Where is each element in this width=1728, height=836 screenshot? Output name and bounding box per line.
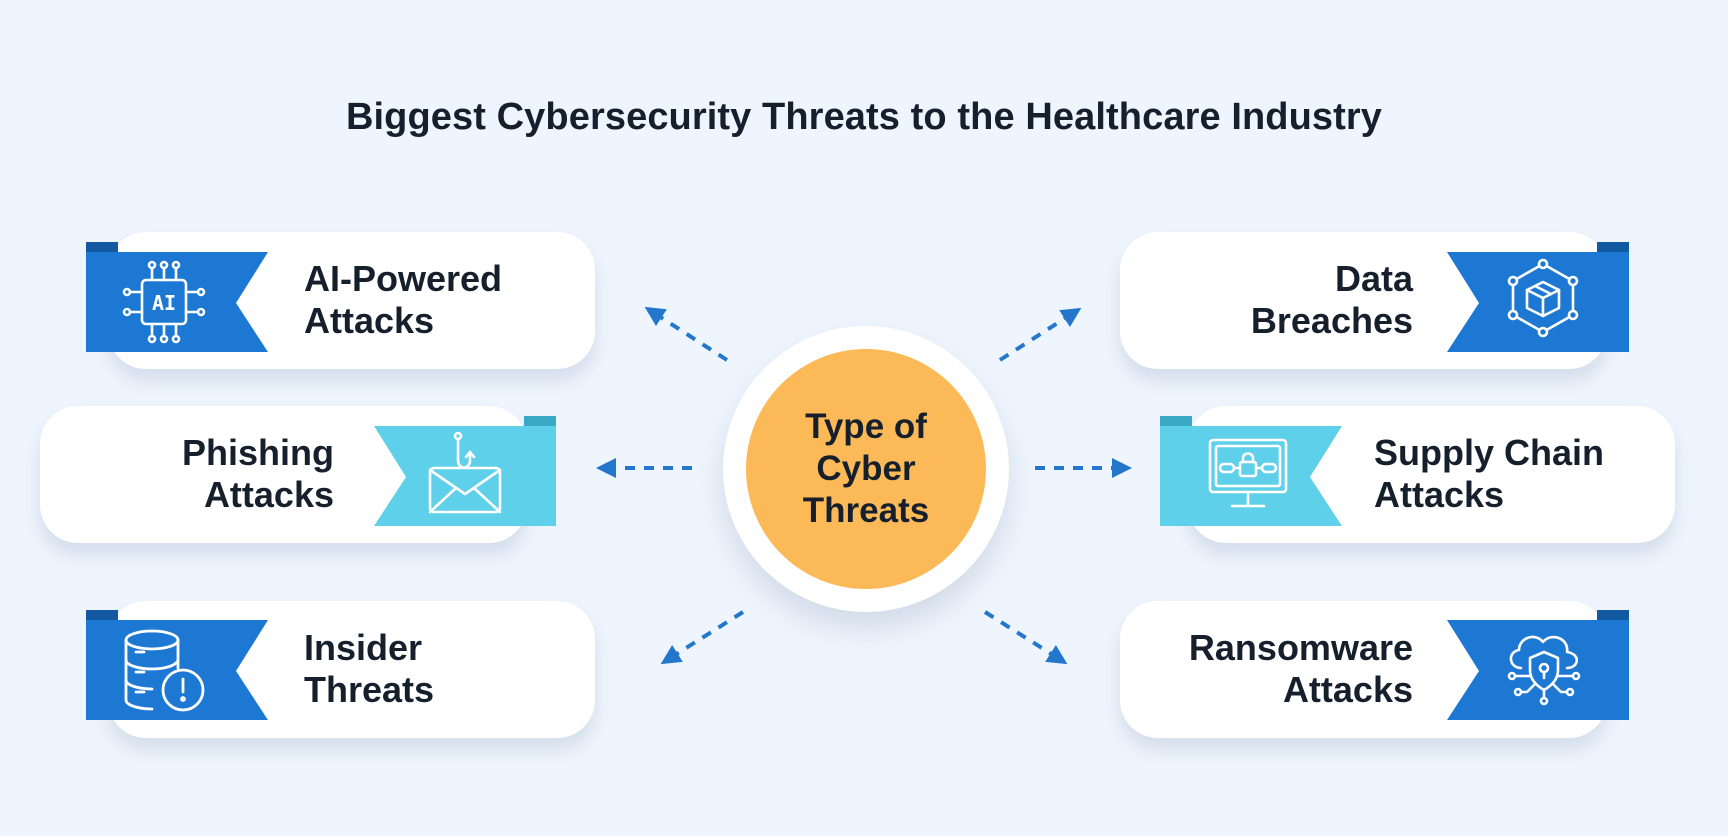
center-hub: Type of Cyber Threats bbox=[723, 326, 1009, 612]
threat-card-ai-powered: AI-Powered Attacks bbox=[108, 232, 595, 369]
threat-label: AI-Powered Attacks bbox=[304, 258, 503, 341]
arrow-ransomware bbox=[983, 610, 1068, 665]
center-core: Type of Cyber Threats bbox=[746, 349, 986, 589]
threat-ribbon-breach bbox=[1447, 242, 1629, 352]
threat-label: Supply Chain Attacks bbox=[1374, 432, 1605, 515]
arrow-ai bbox=[644, 306, 729, 362]
threat-label: Data Breaches bbox=[1250, 258, 1413, 341]
page-title: Biggest Cybersecurity Threats to the Hea… bbox=[345, 96, 1383, 138]
threat-label: Phishing Attacks bbox=[182, 432, 334, 515]
svg-text:AI: AI bbox=[152, 291, 176, 315]
center-label: Type of Cyber Threats bbox=[802, 407, 930, 530]
threat-ribbon-insider bbox=[86, 610, 268, 720]
threat-ribbon-ransomware bbox=[1447, 610, 1629, 720]
threat-label: Insider Threats bbox=[304, 627, 435, 710]
threat-label: Ransomware Attacks bbox=[1188, 627, 1413, 710]
threat-ribbon-phishing bbox=[374, 416, 556, 526]
arrow-insider bbox=[660, 610, 745, 665]
threat-ribbon-ai: AI bbox=[86, 242, 268, 352]
threat-ribbon-supply bbox=[1160, 416, 1342, 526]
arrow-breach bbox=[998, 307, 1082, 362]
